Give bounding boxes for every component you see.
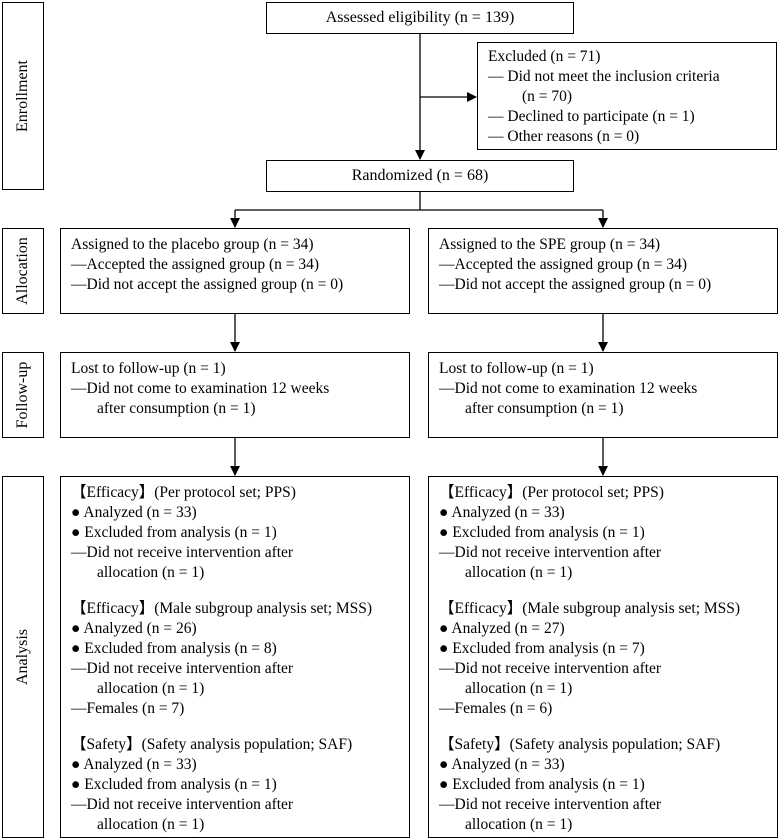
spe-lost: Lost to follow-up (n = 1) xyxy=(439,360,594,377)
placebo-followup-content: Lost to follow-up (n = 1) —Did not come … xyxy=(71,359,403,419)
spe-saf-reason: —Did not receive intervention after xyxy=(439,796,662,813)
spe-assigned: Assigned to the SPE group (n = 34) xyxy=(439,236,660,253)
placebo-analysis-box: 【Efficacy】(Per protocol set; PPS) ● Anal… xyxy=(60,476,410,838)
placebo-pps-analyzed: ● Analyzed (n = 33) xyxy=(71,504,197,521)
excluded-box: Excluded (n = 71) — Did not meet the inc… xyxy=(477,42,777,150)
spe-mss-reason: —Did not receive intervention after xyxy=(439,660,662,677)
spe-mss-analyzed: ● Analyzed (n = 27) xyxy=(439,620,565,637)
spe-lost-reason-count: after consumption (n = 1) xyxy=(465,400,624,417)
placebo-allocation-content: Assigned to the placebo group (n = 34) —… xyxy=(71,235,403,295)
placebo-mss-analyzed: ● Analyzed (n = 26) xyxy=(71,620,197,637)
placebo-accepted: —Accepted the assigned group (n = 34) xyxy=(71,256,320,273)
allocation-stage: Allocation xyxy=(2,228,44,314)
spe-saf-title: 【Safety】(Safety analysis population; SAF… xyxy=(439,736,721,753)
excluded-reason-criteria-count: (n = 70) xyxy=(522,88,573,105)
spe-not-accepted: —Did not accept the assigned group (n = … xyxy=(439,276,712,293)
placebo-mss-reason: —Did not receive intervention after xyxy=(71,660,294,677)
spe-mss-reason-count: allocation (n = 1) xyxy=(465,680,573,697)
placebo-lost-reason: —Did not come to examination 12 weeks xyxy=(71,380,330,397)
followup-stage: Follow-up xyxy=(2,352,44,438)
placebo-saf-reason-count: allocation (n = 1) xyxy=(97,816,205,833)
analysis-stage: Analysis xyxy=(2,476,44,838)
placebo-allocation-box: Assigned to the placebo group (n = 34) —… xyxy=(60,228,410,314)
spe-pps-reason-count: allocation (n = 1) xyxy=(465,564,573,581)
spe-lost-reason: —Did not come to examination 12 weeks xyxy=(439,380,698,397)
excluded-reason-declined: — Declined to participate (n = 1) xyxy=(488,108,695,125)
placebo-analysis-content: 【Efficacy】(Per protocol set; PPS) ● Anal… xyxy=(71,483,403,835)
placebo-pps-excluded: ● Excluded from analysis (n = 1) xyxy=(71,524,277,541)
spe-followup-content: Lost to follow-up (n = 1) —Did not come … xyxy=(439,359,771,419)
placebo-pps-title: 【Efficacy】(Per protocol set; PPS) xyxy=(71,484,296,501)
randomized-text: Randomized (n = 68) xyxy=(351,167,489,184)
spe-allocation-content: Assigned to the SPE group (n = 34) —Acce… xyxy=(439,235,771,295)
excluded-reason-criteria: — Did not meet the inclusion criteria xyxy=(488,68,720,85)
spe-pps-reason: —Did not receive intervention after xyxy=(439,544,662,561)
placebo-saf-section: 【Safety】(Safety analysis population; SAF… xyxy=(71,735,403,835)
spe-saf-reason-count: allocation (n = 1) xyxy=(465,816,573,833)
excluded-reason-other: — Other reasons (n = 0) xyxy=(488,128,640,145)
enrollment-stage: Enrollment xyxy=(2,2,44,190)
spe-analysis-box: 【Efficacy】(Per protocol set; PPS) ● Anal… xyxy=(428,476,778,838)
spe-saf-analyzed: ● Analyzed (n = 33) xyxy=(439,756,565,773)
placebo-assigned: Assigned to the placebo group (n = 34) xyxy=(71,236,314,253)
assessed-box: Assessed eligibility (n = 139) xyxy=(266,2,574,34)
placebo-saf-reason: —Did not receive intervention after xyxy=(71,796,294,813)
placebo-mss-females: —Females (n = 7) xyxy=(71,700,185,717)
spe-pps-section: 【Efficacy】(Per protocol set; PPS) ● Anal… xyxy=(439,483,771,583)
excluded-title: Excluded (n = 71) xyxy=(488,48,601,65)
spe-pps-title: 【Efficacy】(Per protocol set; PPS) xyxy=(439,484,664,501)
placebo-saf-title: 【Safety】(Safety analysis population; SAF… xyxy=(71,736,353,753)
randomized-box: Randomized (n = 68) xyxy=(266,160,574,192)
spe-saf-section: 【Safety】(Safety analysis population; SAF… xyxy=(439,735,771,835)
placebo-lost: Lost to follow-up (n = 1) xyxy=(71,360,226,377)
placebo-mss-section: 【Efficacy】(Male subgroup analysis set; M… xyxy=(71,599,403,719)
spe-allocation-box: Assigned to the SPE group (n = 34) —Acce… xyxy=(428,228,778,314)
placebo-mss-excluded: ● Excluded from analysis (n = 8) xyxy=(71,640,277,657)
placebo-saf-excluded: ● Excluded from analysis (n = 1) xyxy=(71,776,277,793)
placebo-saf-analyzed: ● Analyzed (n = 33) xyxy=(71,756,197,773)
spe-pps-excluded: ● Excluded from analysis (n = 1) xyxy=(439,524,645,541)
placebo-followup-box: Lost to follow-up (n = 1) —Did not come … xyxy=(60,352,410,438)
spe-analysis-content: 【Efficacy】(Per protocol set; PPS) ● Anal… xyxy=(439,483,771,835)
spe-mss-section: 【Efficacy】(Male subgroup analysis set; M… xyxy=(439,599,771,719)
spe-mss-excluded: ● Excluded from analysis (n = 7) xyxy=(439,640,645,657)
spe-pps-analyzed: ● Analyzed (n = 33) xyxy=(439,504,565,521)
spe-accepted: —Accepted the assigned group (n = 34) xyxy=(439,256,688,273)
placebo-mss-title: 【Efficacy】(Male subgroup analysis set; M… xyxy=(71,600,373,617)
placebo-pps-reason-count: allocation (n = 1) xyxy=(97,564,205,581)
placebo-mss-reason-count: allocation (n = 1) xyxy=(97,680,205,697)
spe-saf-excluded: ● Excluded from analysis (n = 1) xyxy=(439,776,645,793)
spe-mss-females: —Females (n = 6) xyxy=(439,700,553,717)
placebo-pps-section: 【Efficacy】(Per protocol set; PPS) ● Anal… xyxy=(71,483,403,583)
excluded-content: Excluded (n = 71) — Did not meet the inc… xyxy=(488,47,770,147)
placebo-not-accepted: —Did not accept the assigned group (n = … xyxy=(71,276,344,293)
placebo-pps-reason: —Did not receive intervention after xyxy=(71,544,294,561)
assessed-text: Assessed eligibility (n = 139) xyxy=(325,9,515,26)
placebo-lost-reason-count: after consumption (n = 1) xyxy=(97,400,256,417)
spe-followup-box: Lost to follow-up (n = 1) —Did not come … xyxy=(428,352,778,438)
spe-mss-title: 【Efficacy】(Male subgroup analysis set; M… xyxy=(439,600,741,617)
